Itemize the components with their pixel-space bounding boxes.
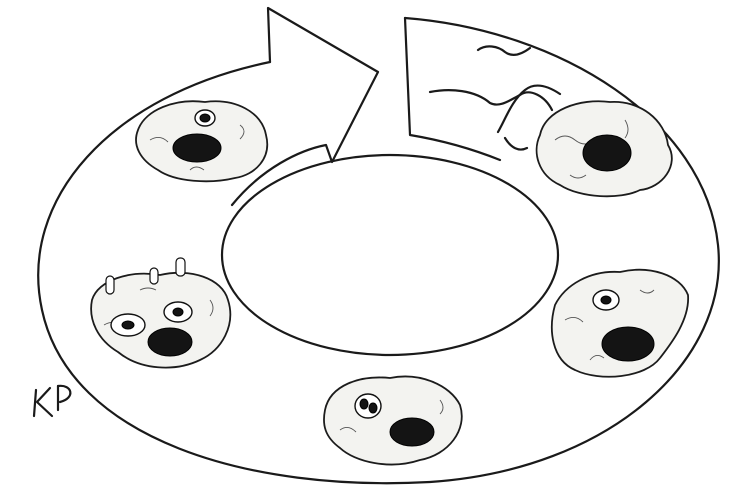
stage-4-rod-a (106, 276, 114, 294)
cycle-arrowhead (232, 8, 378, 205)
stage-4-cell (91, 258, 230, 368)
stage-1-bacterium-c (478, 46, 530, 55)
stage-3-cell (324, 377, 462, 465)
stage-4-nucleus (148, 328, 192, 356)
stage-2-cell (552, 270, 688, 377)
stage-5-cell (136, 101, 267, 181)
artist-signature (34, 386, 70, 416)
stage-1-nucleus (583, 135, 631, 171)
stage-3-nucleus (390, 418, 434, 446)
stage-1-cell (430, 46, 672, 196)
stage-4-rod-c (176, 258, 185, 276)
stage-1-bacterium-a (430, 90, 552, 110)
stage-5-nucleus (173, 134, 221, 162)
cycle-tail-edge (405, 18, 500, 160)
stage-4-rod-b (150, 268, 158, 284)
stage-2-nucleus (602, 327, 654, 361)
ring-inner-edge (222, 155, 558, 355)
